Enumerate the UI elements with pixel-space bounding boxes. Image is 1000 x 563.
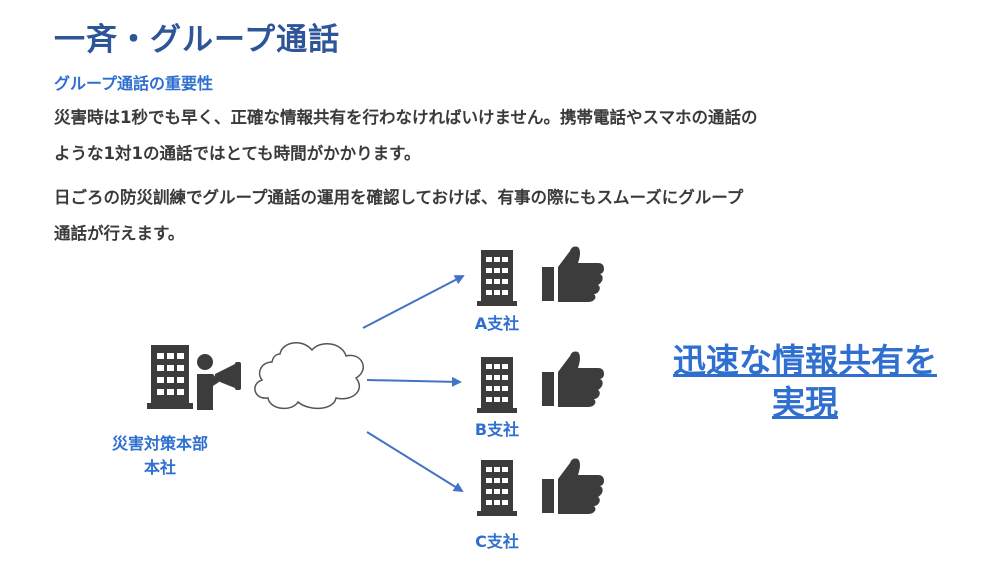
building-icon [477, 250, 517, 306]
megaphone-person-icon [197, 354, 241, 410]
body-text-line: 日ごろの防災訓練でグループ通話の運用を確認しておけば、有事の際にもスムーズにグル… [54, 188, 744, 207]
branch-label: B支社 [474, 420, 520, 439]
branch-label: A支社 [474, 314, 520, 333]
result-line: 迅速な情報共有を [673, 341, 937, 380]
hq-label: 災害対策本部 本社 [100, 432, 220, 480]
body-text-line: 通話が行えます。 [54, 224, 185, 243]
page-title: 一斉・グループ通話 [54, 22, 341, 58]
building-icon [477, 460, 517, 516]
hq-label-line: 災害対策本部 [111, 434, 208, 453]
thumbs-up-icon [542, 458, 604, 514]
building-icon [477, 357, 517, 413]
branch-label: C支社 [475, 532, 519, 551]
result-callout: 迅速な情報共有を 実現 [650, 340, 960, 424]
thumbs-up-icon [542, 246, 604, 302]
body-text-line: 災害時は1秒でも早く、正確な情報共有を行わなければいけません。携帯電話やスマホの… [54, 108, 758, 127]
arrow-icon [366, 376, 462, 387]
section-subtitle: グループ通話の重要性 [54, 74, 214, 93]
arrow-icon [362, 275, 465, 329]
body-text-line: ような1対1の通話ではとても時間がかかります。 [54, 144, 421, 163]
building-icon [147, 345, 193, 409]
arrow-icon [366, 431, 464, 493]
thumbs-up-icon [542, 351, 604, 407]
hq-label-line: 本社 [143, 458, 176, 477]
result-line: 実現 [772, 383, 838, 422]
cloud-icon [254, 342, 364, 410]
